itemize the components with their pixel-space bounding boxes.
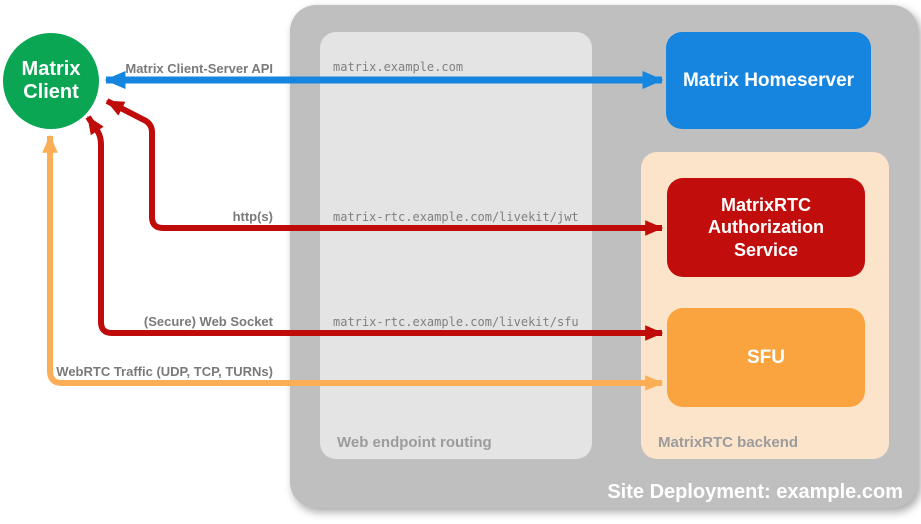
endpoint-livekit-jwt: matrix-rtc.example.com/livekit/jwt [333,210,579,224]
arrow-label-client-server-api: Matrix Client-Server API [125,61,273,76]
endpoint-matrix-example-com: matrix.example.com [333,60,464,74]
matrixrtc-backend-caption: MatrixRTC backend [658,434,799,451]
arrow-label-webrtc-traffic: WebRTC Traffic (UDP, TCP, TURNs) [56,364,273,379]
matrix-client-node: Matrix Client [3,33,99,129]
matrix-homeserver-node: Matrix Homeserver [666,32,871,129]
endpoint-livekit-sfu: matrix-rtc.example.com/livekit/sfu [333,315,579,329]
web-endpoint-routing-caption: Web endpoint routing [337,434,492,451]
arrow-label-https: http(s) [232,209,273,224]
site-deployment-title: Site Deployment: example.com [607,481,903,503]
web-endpoint-routing-box: Web endpoint routing [320,32,592,459]
arrow-label-websocket: (Secure) Web Socket [143,314,273,329]
sfu-node: SFU [667,308,865,407]
matrixrtc-authorization-service-node: MatrixRTC Authorization Service [667,178,865,277]
